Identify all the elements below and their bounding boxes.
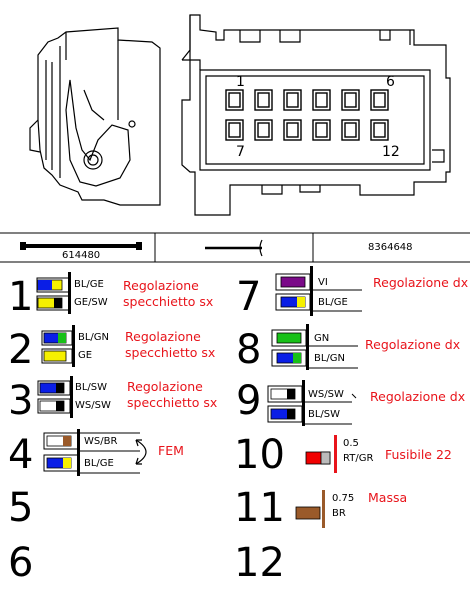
pin-number-12: 12 — [234, 540, 285, 586]
wire-label: BL/SW — [308, 409, 341, 420]
wire-label: BL/GE — [318, 297, 348, 308]
function-label: Massa — [368, 490, 408, 505]
function-label: specchietto sx — [125, 345, 216, 360]
wire-label: GE/SW — [74, 297, 108, 308]
function-label: Regolazione — [123, 278, 199, 293]
wire-label: GE — [78, 350, 93, 361]
function-label: Fusibile 22 — [385, 447, 452, 462]
pin-number-7: 7 — [236, 274, 262, 320]
connector-front-view — [181, 14, 451, 216]
wire-label: BL/GN — [314, 353, 346, 364]
wire-label: WS/SW — [308, 389, 344, 400]
pin-3-wires — [37, 376, 73, 418]
wire-label: BL/GE — [84, 458, 114, 469]
wire-label: BL/SW — [75, 382, 108, 393]
connector-side-view — [29, 27, 161, 206]
pin-2-wires — [41, 325, 75, 367]
pin-number-9: 9 — [236, 378, 262, 424]
pin-7-wires — [275, 266, 362, 316]
pin-number-2: 2 — [8, 327, 34, 373]
function-label: specchietto sx — [127, 395, 218, 410]
wire-label: VI — [318, 277, 328, 288]
pin-4-wires — [43, 429, 147, 476]
function-label: specchietto sx — [123, 294, 214, 309]
pin-10-wire — [305, 435, 337, 473]
wire-gauge-label: 0.75 — [332, 493, 355, 504]
function-label: Regolazione dx — [370, 389, 466, 404]
wire-label: WS/BR — [84, 436, 118, 447]
wire-gauge-label: 0.5 — [343, 438, 359, 449]
wire-label: GN — [314, 333, 330, 344]
pin-number-8: 8 — [236, 327, 262, 373]
wire-label: BR — [332, 508, 346, 519]
pin-number-5: 5 — [8, 485, 34, 531]
function-label: Regolazione — [125, 329, 201, 344]
connector-pin-label-7: 7 — [236, 144, 245, 160]
pin-8-wires — [271, 324, 358, 370]
part-number-bar — [0, 232, 470, 263]
function-label: Regolazione — [127, 379, 203, 394]
function-label: FEM — [158, 443, 184, 458]
pin-number-3: 3 — [8, 378, 34, 424]
pin-number-4: 4 — [8, 432, 34, 478]
pin-number-11: 11 — [234, 485, 285, 531]
pin-number-1: 1 — [8, 274, 34, 320]
wire-label: RT/GR — [343, 453, 374, 464]
connector-pin-label-12: 12 — [382, 144, 400, 160]
fem-link-arrow — [135, 439, 147, 465]
wire-label: BL/GE — [74, 279, 104, 290]
pin-1-wires — [36, 272, 71, 314]
pin-9-wires — [267, 380, 357, 426]
connector-part-number: 8364648 — [368, 242, 413, 253]
pin-number-10: 10 — [234, 432, 285, 478]
function-label: Regolazione dx — [365, 337, 461, 352]
pin-11-wire — [295, 490, 325, 528]
wire-label: WS/SW — [75, 400, 111, 411]
cable-part-number: 614480 — [62, 250, 101, 261]
wire-label: BL/GN — [78, 332, 110, 343]
pin-number-6: 6 — [8, 540, 34, 586]
connector-pin-cavities — [225, 89, 389, 141]
connector-pin-label-1: 1 — [236, 74, 245, 90]
connector-pin-label-6: 6 — [386, 74, 395, 90]
function-label: Regolazione dx — [373, 275, 469, 290]
